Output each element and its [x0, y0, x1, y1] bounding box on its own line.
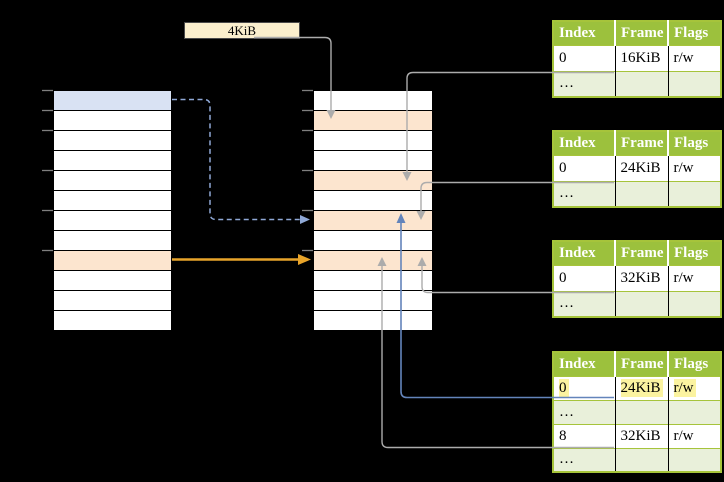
memory-cell [314, 191, 432, 211]
table-header-row: Index Frame Flags [553, 21, 721, 46]
header-frame: Frame [614, 21, 668, 46]
cell-index: 0 [553, 154, 615, 181]
page-table-3: Index Frame Flags 0 32KiB r/w … [552, 240, 722, 318]
header-index: Index [553, 352, 615, 377]
arrow-virtual-page-orange [172, 254, 311, 265]
cell-flags: r/w [667, 423, 721, 448]
cell-frame: 24KiB [614, 375, 668, 400]
cell-index: 0 [553, 375, 615, 400]
memory-cell [54, 271, 171, 291]
memory-cell [54, 211, 171, 231]
cell-frame [614, 180, 668, 207]
cell-flags: r/w [667, 44, 721, 71]
memory-cell [54, 171, 171, 191]
memory-cell [54, 151, 171, 171]
table-row: 8 32KiB r/w [553, 423, 721, 448]
memory-cell [314, 151, 432, 171]
table-row: 0 24KiB r/w [553, 154, 721, 181]
table-header-row: Index Frame Flags [553, 352, 721, 377]
header-frame: Frame [614, 131, 668, 156]
table-ellipsis-row: … [553, 399, 721, 424]
header-index: Index [553, 241, 615, 266]
cell-frame [614, 399, 668, 424]
cell-flags: r/w [667, 154, 721, 181]
cell-index: … [553, 290, 615, 317]
table-header-row: Index Frame Flags [553, 241, 721, 266]
cell-flags: r/w [667, 375, 721, 400]
table-ellipsis-row: … [553, 290, 721, 317]
memory-cell [314, 231, 432, 251]
cell-index: … [553, 447, 615, 472]
memory-cell [54, 131, 171, 151]
virtual-page-cell-selected-blue [54, 91, 171, 111]
cell-index: 0 [553, 44, 615, 71]
header-flags: Flags [667, 352, 721, 377]
cell-frame [614, 447, 668, 472]
memory-cell [54, 311, 171, 330]
header-frame: Frame [614, 352, 668, 377]
memory-cell [54, 111, 171, 131]
header-flags: Flags [667, 131, 721, 156]
physical-frame-cell [314, 111, 432, 131]
cell-flags [667, 180, 721, 207]
physical-frame-cell [314, 171, 432, 191]
table-row: 0 16KiB r/w [553, 44, 721, 71]
cell-frame: 16KiB [614, 44, 668, 71]
virtual-memory-column [53, 90, 172, 331]
cell-flags [667, 399, 721, 424]
table-row: 0 32KiB r/w [553, 264, 721, 291]
header-index: Index [553, 21, 615, 46]
table-row-highlighted: 0 24KiB r/w [553, 375, 721, 400]
cell-index: … [553, 180, 615, 207]
cell-index: 0 [553, 264, 615, 291]
cell-index: … [553, 70, 615, 97]
cell-frame [614, 70, 668, 97]
cell-flags [667, 70, 721, 97]
header-flags: Flags [667, 241, 721, 266]
physical-frame-cell [314, 211, 432, 231]
table-header-row: Index Frame Flags [553, 131, 721, 156]
page-table-4: Index Frame Flags 0 24KiB r/w … 8 32KiB … [552, 351, 722, 473]
header-index: Index [553, 131, 615, 156]
memory-cell [314, 131, 432, 151]
cell-frame: 32KiB [614, 264, 668, 291]
physical-column-ticks [302, 89, 313, 252]
table-ellipsis-row: … [553, 447, 721, 472]
virtual-column-ticks [42, 89, 53, 252]
cell-flags: r/w [667, 264, 721, 291]
arrow-virtual-page-dashed [172, 98, 310, 224]
header-frame: Frame [614, 241, 668, 266]
physical-memory-column [313, 90, 433, 331]
table-ellipsis-row: … [553, 180, 721, 207]
memory-cell [314, 271, 432, 291]
memory-cell [54, 191, 171, 211]
cell-flags [667, 290, 721, 317]
physical-frame-cell [314, 251, 432, 271]
memory-cell [314, 91, 432, 111]
cell-frame: 32KiB [614, 423, 668, 448]
cell-index: … [553, 399, 615, 424]
memory-cell [54, 231, 171, 251]
frame-size-label: 4KiB [184, 22, 300, 39]
cell-flags [667, 447, 721, 472]
virtual-page-cell-selected-orange [54, 251, 171, 271]
table-ellipsis-row: … [553, 70, 721, 97]
page-table-2: Index Frame Flags 0 24KiB r/w … [552, 130, 722, 208]
page-table-1: Index Frame Flags 0 16KiB r/w … [552, 20, 722, 98]
cell-frame [614, 290, 668, 317]
cell-frame: 24KiB [614, 154, 668, 181]
memory-cell [314, 311, 432, 330]
header-flags: Flags [667, 21, 721, 46]
cell-index: 8 [553, 423, 615, 448]
memory-cell [314, 291, 432, 311]
memory-cell [54, 291, 171, 311]
